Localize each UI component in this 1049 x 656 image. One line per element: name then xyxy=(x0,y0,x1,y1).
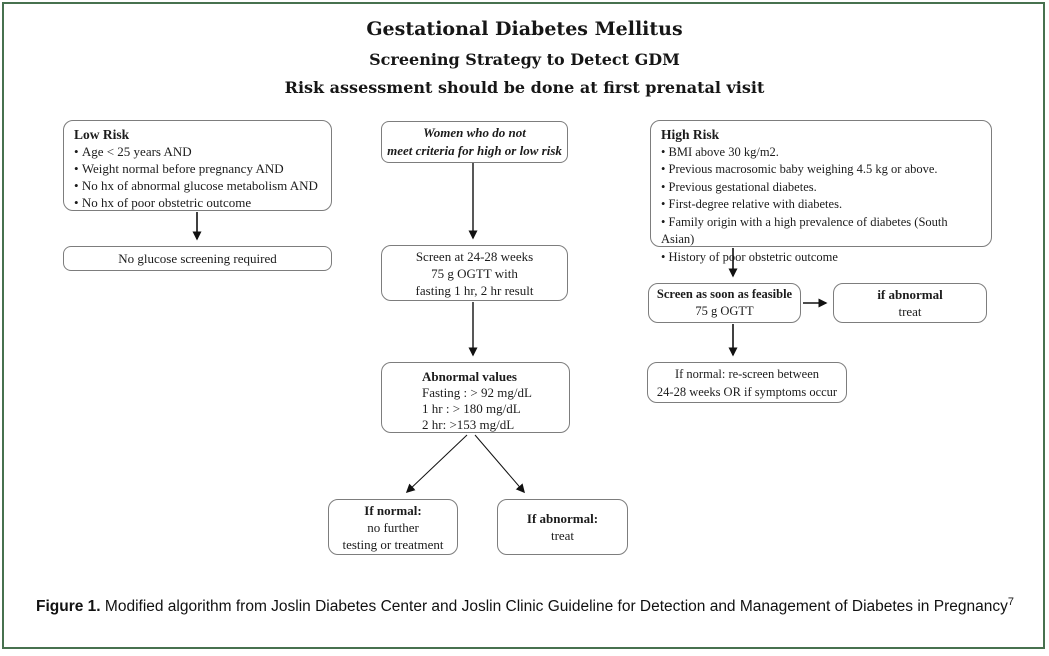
figure-caption-reference: 7 xyxy=(1007,596,1014,608)
abnormal-values-heading: Abnormal values xyxy=(422,369,517,384)
high-risk-bullet: History of poor obstetric outcome xyxy=(661,249,983,267)
rescreen-box: If normal: re-screen between 24-28 weeks… xyxy=(647,362,847,403)
if-abnormal-right-heading: if abnormal xyxy=(877,287,943,302)
entry-line: meet criteria for high or low risk xyxy=(387,143,562,158)
high-risk-bullet: Family origin with a high prevalence of … xyxy=(661,214,983,249)
screen-line: Screen at 24-28 weeks xyxy=(415,248,534,264)
if-normal-line: testing or treatment xyxy=(342,536,444,552)
no-screening-box: No glucose screening required xyxy=(63,246,332,271)
no-screening-text: No glucose screening required xyxy=(118,251,277,266)
screen-feasible-box: Screen as soon as feasible 75 g OGTT xyxy=(648,283,801,323)
low-risk-heading: Low Risk xyxy=(74,127,130,142)
if-normal-heading: If normal: xyxy=(364,502,422,518)
screen-feasible-line: 75 g OGTT xyxy=(695,304,754,318)
high-risk-bullet: BMI above 30 kg/m2. xyxy=(661,144,983,162)
average-risk-entry-box: Women who do not meet criteria for high … xyxy=(381,121,568,163)
screen-line: 75 g OGTT with xyxy=(431,265,518,281)
arrow-abnormal-to-ifnormal xyxy=(405,434,468,494)
abnormal-value-line: Fasting : > 92 mg/dL xyxy=(422,385,532,400)
if-abnormal-heading: If abnormal: xyxy=(526,511,599,526)
screen-feasible-heading: Screen as soon as feasible xyxy=(656,287,793,301)
low-risk-criteria-box: Low Risk Age < 25 years AND Weight norma… xyxy=(63,120,332,211)
entry-line: Women who do not xyxy=(423,125,526,140)
figure-caption-text: Modified algorithm from Joslin Diabetes … xyxy=(100,598,1008,616)
high-risk-criteria-box: High Risk BMI above 30 kg/m2. Previous m… xyxy=(650,120,992,264)
figure-title: Gestational Diabetes Mellitus xyxy=(366,18,683,40)
if-abnormal-treat-box: If abnormal: treat xyxy=(497,499,628,555)
abnormal-value-line: 2 hr: >153 mg/dL xyxy=(422,417,515,432)
high-risk-bullet-list: BMI above 30 kg/m2. Previous macrosomic … xyxy=(661,144,983,267)
figure-subtitle: Screening Strategy to Detect GDM xyxy=(369,50,680,69)
high-risk-heading: High Risk xyxy=(661,127,720,142)
rescreen-line: 24-28 weeks OR if symptoms occur xyxy=(656,384,838,399)
abnormal-value-line: 1 hr : > 180 mg/dL xyxy=(422,401,521,416)
figure-caption: Figure 1. Modified algorithm from Joslin… xyxy=(36,590,1014,619)
abnormal-values-box: Abnormal values Fasting : > 92 mg/dL 1 h… xyxy=(381,362,570,433)
low-risk-bullet: Weight normal before pregnancy AND xyxy=(74,160,323,177)
arrow-abnormal-to-ifabnormal xyxy=(474,434,525,494)
rescreen-line: If normal: re-screen between xyxy=(674,366,820,381)
screen-line: fasting 1 hr, 2 hr result xyxy=(415,282,534,298)
low-risk-bullet-list: Age < 25 years AND Weight normal before … xyxy=(74,143,323,211)
high-risk-bullet: First-degree relative with diabetes. xyxy=(661,196,983,214)
if-abnormal-right-box: if abnormal treat xyxy=(833,283,987,323)
low-risk-bullet: No hx of poor obstetric outcome xyxy=(74,194,323,211)
if-abnormal-right-line: treat xyxy=(898,304,922,319)
screen-24-28-box: Screen at 24-28 weeks 75 g OGTT with fas… xyxy=(381,245,568,301)
high-risk-bullet: Previous macrosomic baby weighing 4.5 kg… xyxy=(661,161,983,179)
if-normal-box: If normal: no further testing or treatme… xyxy=(328,499,458,555)
low-risk-bullet: Age < 25 years AND xyxy=(74,143,323,160)
figure-caption-label: Figure 1. xyxy=(36,598,101,616)
high-risk-bullet: Previous gestational diabetes. xyxy=(661,179,983,197)
if-abnormal-line: treat xyxy=(550,528,575,543)
if-normal-line: no further xyxy=(367,519,419,535)
figure-note: Risk assessment should be done at first … xyxy=(284,78,765,97)
low-risk-bullet: No hx of abnormal glucose metabolism AND xyxy=(74,177,323,194)
